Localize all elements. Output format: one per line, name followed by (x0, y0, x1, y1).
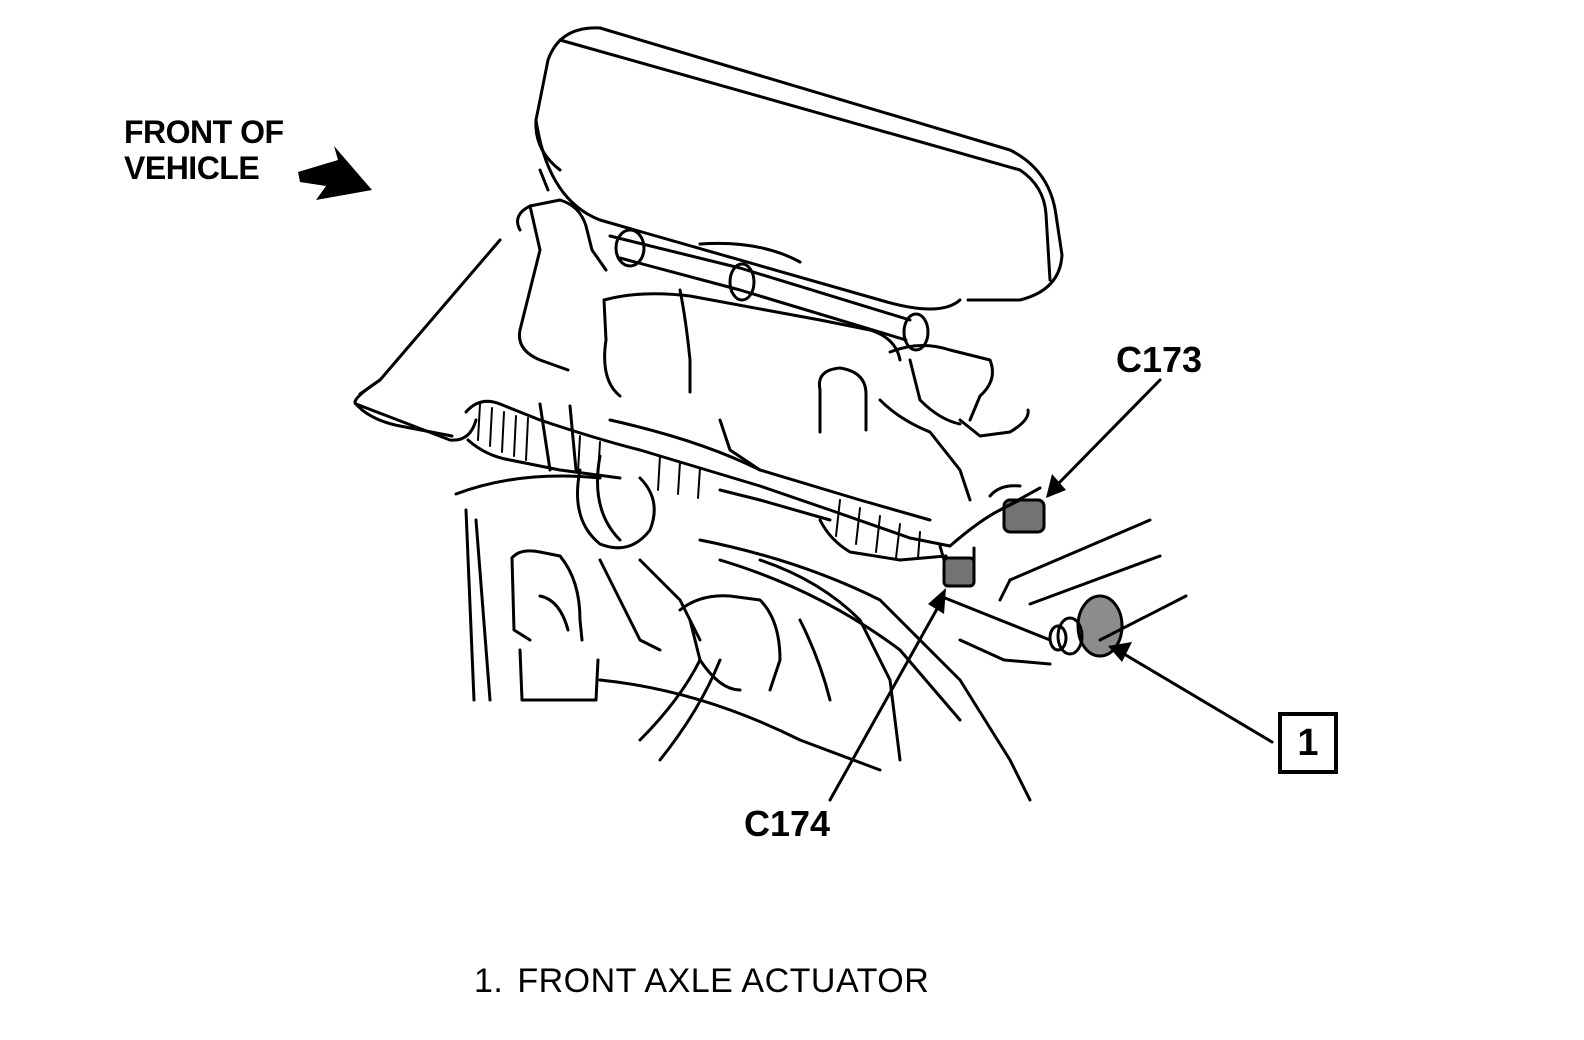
legend-text: FRONT AXLE ACTUATOR (517, 962, 930, 1000)
vacuum-hose (608, 228, 930, 352)
intake-manifold (353, 198, 932, 522)
front-of-vehicle-label: FRONT OF VEHICLE (124, 114, 284, 186)
arrowhead-c174 (928, 588, 946, 614)
leader-lines (828, 378, 1274, 802)
air-cleaner-housing (534, 26, 1064, 311)
connector-c173-shape (988, 484, 1046, 534)
legend-number: 1. (474, 962, 504, 1000)
engine-block (454, 474, 1032, 802)
arrowhead-actuator (1108, 642, 1132, 662)
connector-c174-shape (938, 544, 976, 588)
connector-c173-label: C173 (1116, 339, 1203, 380)
front-label-line1: FRONT OF (124, 114, 284, 150)
callout-box: 1 (1278, 712, 1338, 774)
axle-tube (938, 518, 1188, 666)
callout-number: 1 (1297, 721, 1319, 764)
wiring-harness (464, 399, 1042, 562)
front-label-line2: VEHICLE (124, 150, 260, 186)
front-axle-actuator (1048, 594, 1124, 658)
throttle-body (817, 344, 1030, 502)
legend: 1. FRONT AXLE ACTUATOR (474, 962, 943, 1001)
connector-c174-label: C174 (744, 803, 831, 844)
harness-wrap (477, 403, 921, 559)
front-arrow-icon (298, 146, 372, 200)
arrowhead-c173 (1046, 474, 1066, 498)
